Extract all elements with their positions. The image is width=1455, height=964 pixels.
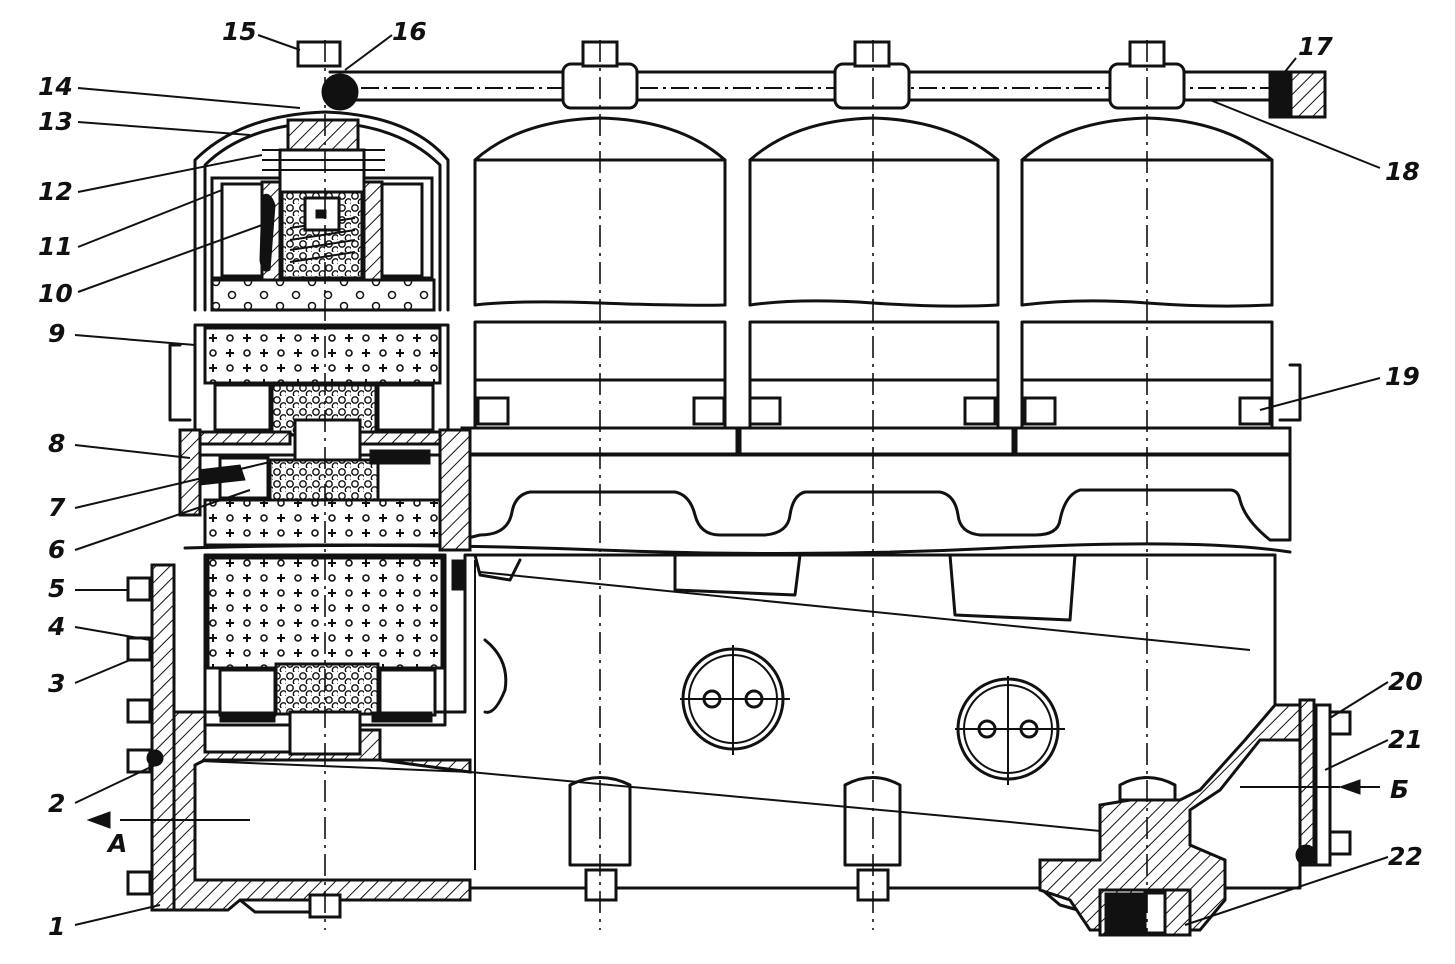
flow-arrow-inlet: Б [1240, 775, 1409, 804]
callout-7: 7 [48, 493, 66, 522]
callout-22: 22 [1388, 842, 1423, 871]
inspection-cover-1 [680, 645, 790, 755]
callout-8: 8 [48, 429, 65, 458]
outlet-label: A [106, 829, 127, 858]
callout-3: 3 [48, 669, 65, 698]
side-boss [483, 638, 508, 714]
top-manifold [296, 40, 1327, 119]
inlet-label: Б [1390, 775, 1409, 804]
callout-10: 10 [38, 279, 73, 308]
sectioned-filter [178, 110, 472, 756]
callout-9: 9 [48, 319, 65, 348]
callout-19: 19 [1385, 362, 1420, 391]
callout-21: 21 [1388, 725, 1423, 754]
callout-20: 20 [1388, 667, 1423, 696]
deck-nuts [476, 396, 1272, 426]
callout-4: 4 [47, 612, 65, 641]
center-axes [324, 40, 1148, 935]
left-end-plate [126, 563, 176, 912]
callout-2: 2 [48, 789, 65, 818]
callout-13: 13 [38, 107, 73, 136]
right-end-plate [1295, 698, 1352, 867]
callout-15: 15 [222, 17, 257, 46]
inspection-cover-2 [955, 676, 1065, 785]
callout-12: 12 [38, 177, 73, 206]
callout-5: 5 [48, 574, 65, 603]
callout-16: 16 [392, 17, 427, 46]
flow-arrow-outlet: A [86, 811, 250, 858]
callout-14: 14 [38, 72, 73, 101]
drain-plug [1098, 888, 1192, 937]
bracket-left [168, 343, 192, 422]
filter-canister-3 [748, 116, 1000, 430]
callout-11: 11 [38, 232, 73, 261]
callout-17: 17 [1298, 32, 1333, 61]
bracket-right [1278, 363, 1302, 422]
callout-18: 18 [1385, 157, 1420, 186]
callouts: 1 2 3 4 5 6 7 8 9 10 11 12 13 14 15 16 1… [38, 17, 1423, 941]
callout-1: 1 [48, 912, 65, 941]
callout-6: 6 [48, 535, 65, 564]
